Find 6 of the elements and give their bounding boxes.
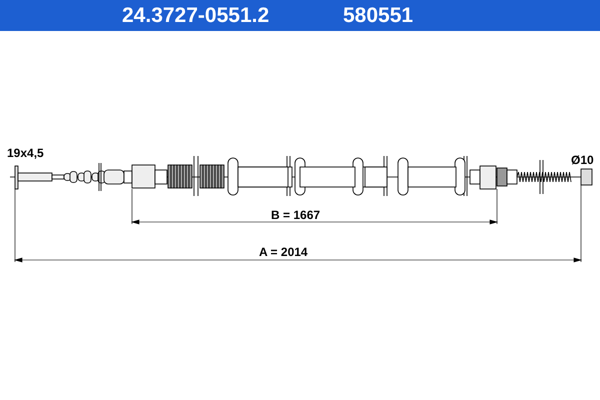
dimension-text: 19x4,5 (7, 146, 44, 160)
dimension-text: B = 1667 (271, 208, 320, 222)
part-number: 24.3727-0551.2 (122, 3, 270, 28)
reference-number: 580551 (343, 3, 414, 28)
dimension-text: Ø10 (571, 153, 594, 167)
dimension-text: A = 2014 (259, 245, 308, 259)
